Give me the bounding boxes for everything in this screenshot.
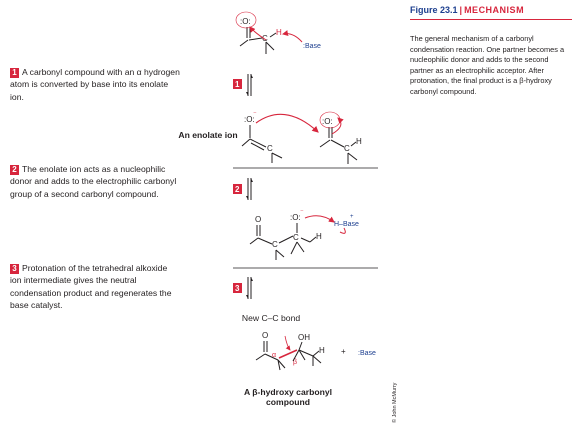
svg-text:C: C [344,144,350,153]
figure-title: MECHANISM [464,5,525,15]
svg-text::O:: :O: [322,117,333,126]
svg-text:C: C [293,233,299,242]
svg-text:2: 2 [235,185,240,194]
enolate-label: An enolate ion [178,130,238,140]
second-carbonyl: :O: C H [319,111,362,164]
new-bond-label: New C–C bond [241,313,301,323]
svg-text:⁻: ⁻ [300,209,304,216]
svg-text:O: O [262,331,268,340]
carbonyl-compound: :O: C H :Base [235,11,321,54]
figure-number: Figure 23.1 [410,5,458,15]
svg-text:H: H [316,232,322,241]
figure-heading: Figure 23.1|MECHANISM [410,5,525,15]
svg-text:OH: OH [298,333,310,342]
equilibrium-arrow-3: 3 [233,277,253,299]
atom-h-1: H [276,28,282,37]
atom-o-1: :O: [240,17,251,26]
base-1: :Base [303,43,321,50]
svg-text:H: H [356,137,362,146]
atom-c-1: C [262,34,268,43]
equilibrium-arrow-1: 1 [233,74,253,96]
svg-text::Base: :Base [358,350,376,357]
figure-caption: The general mechanism of a carbonyl cond… [410,34,565,96]
svg-text:+: + [350,214,354,220]
enolate-ion: :O: ⁻ C [241,111,319,163]
svg-text::O:: :O: [290,213,301,222]
svg-text:H–Base: H–Base [334,221,359,228]
equilibrium-arrow-2: 2 [233,178,253,200]
svg-text:3: 3 [235,284,240,293]
product-label: A β-hydroxy carbonyl compound [243,387,333,407]
svg-text:C: C [272,240,278,249]
svg-text:+: + [341,347,346,356]
svg-text:H: H [319,346,325,355]
alkoxide-intermediate: O C C :O: ⁻ H H–Base + [249,209,359,260]
step-2-badge: 2 [10,165,19,175]
step-1-badge: 1 [10,68,19,78]
step-3-badge: 3 [10,264,19,274]
svg-text:O: O [255,215,261,224]
svg-text:⁻: ⁻ [253,111,257,118]
beta-hydroxy-product: O α β OH H + :Base [255,331,376,371]
svg-text:β: β [293,359,297,366]
svg-text:1: 1 [235,80,240,89]
svg-text:C: C [267,144,273,153]
svg-text::O:: :O: [244,115,255,124]
svg-text:α: α [272,352,276,359]
figure-rule [410,19,572,20]
